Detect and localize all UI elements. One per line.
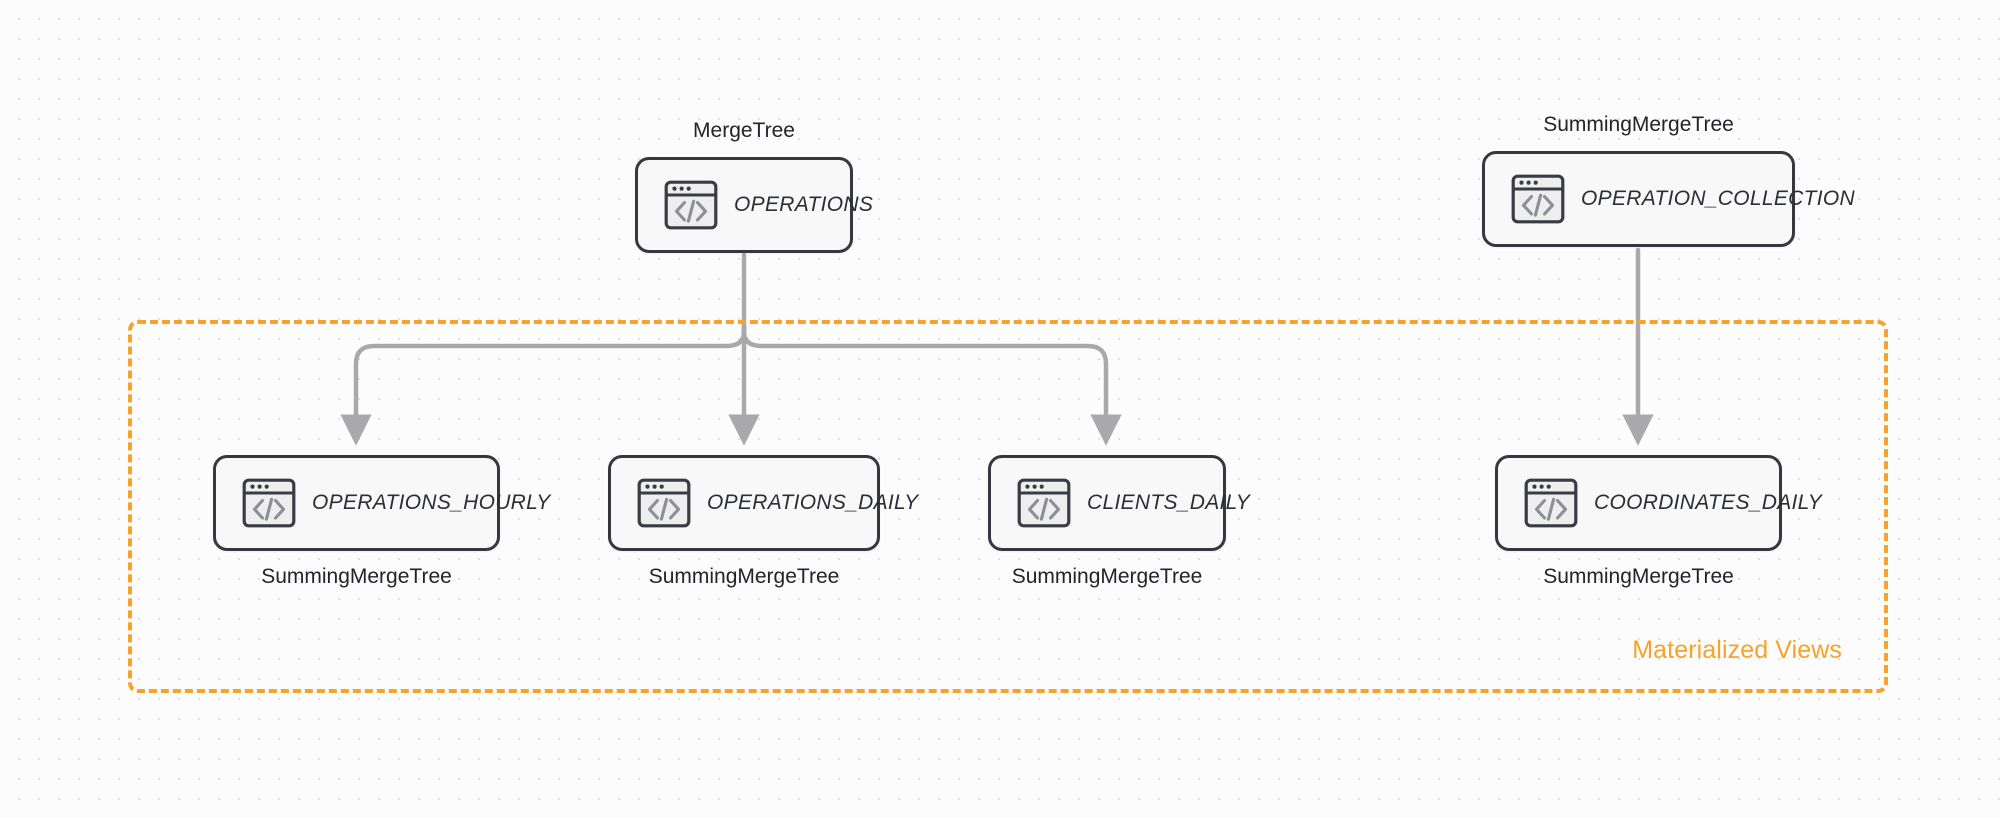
engine-label-coordinates_daily: SummingMergeTree [1543,565,1734,588]
table-node-operation_collection[interactable]: OPERATION_COLLECTION [1482,151,1855,247]
table-node-operations_hourly[interactable]: OPERATIONS_HOURLY [213,455,550,551]
table-node-label-operations_hourly: OPERATIONS_HOURLY [312,491,551,514]
engine-label-operations_daily: SummingMergeTree [648,565,840,588]
engine-label-operations_hourly: SummingMergeTree [261,565,452,588]
code-window-icon [1017,478,1071,528]
table-node-label-operation_collection: OPERATION_COLLECTION [1581,187,1855,210]
engine-label-operation_collection: SummingMergeTree [1543,113,1734,136]
code-window-icon [664,180,718,230]
table-node-coordinates_daily[interactable]: COORDINATES_DAILY [1495,455,1822,551]
table-node-label-operations: OPERATIONS [734,193,874,216]
code-window-icon [242,478,296,528]
table-node-label-coordinates_daily: COORDINATES_DAILY [1594,491,1822,514]
table-node-label-clients_daily: CLIENTS_DAILY [1087,491,1251,514]
engine-label-clients_daily: SummingMergeTree [1011,565,1203,588]
table-node-operations[interactable]: OPERATIONS [635,157,873,253]
code-window-icon [637,478,691,528]
code-window-icon [1511,174,1565,224]
table-node-clients_daily[interactable]: CLIENTS_DAILY [988,455,1250,551]
materialized-views-group: Materialized Views [128,320,1888,693]
code-window-icon [1524,478,1578,528]
materialized-views-label: Materialized Views [1632,636,1842,664]
table-node-label-operations_daily: OPERATIONS_DAILY [707,491,919,514]
engine-label-operations: MergeTree [693,119,795,142]
table-node-operations_daily[interactable]: OPERATIONS_DAILY [608,455,918,551]
